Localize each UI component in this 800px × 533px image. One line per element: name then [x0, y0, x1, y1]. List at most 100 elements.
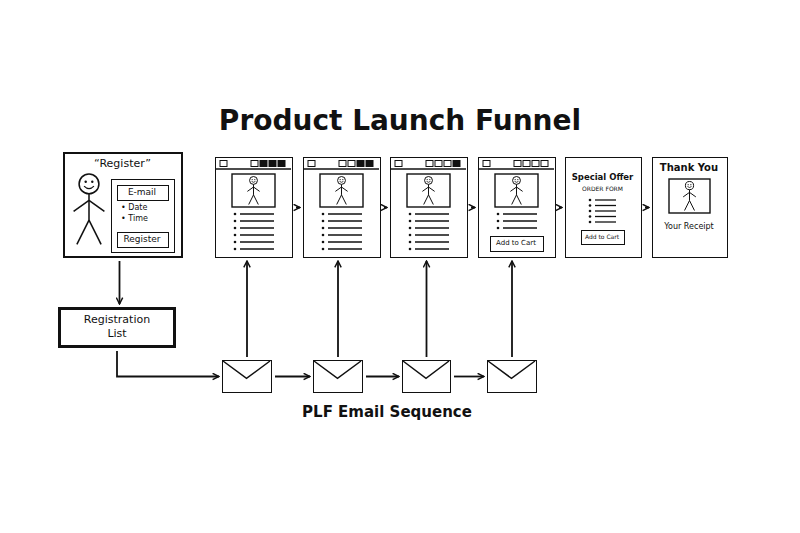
stick-figure-eye [340, 179, 341, 180]
stick-figure-stroke [685, 201, 690, 211]
stick-figure-stroke [429, 195, 434, 205]
stick-figure-stroke [342, 187, 348, 191]
bullet-dot [322, 213, 325, 216]
flow-arrow [384, 207, 387, 209]
stick-figure-stroke [429, 187, 435, 191]
bullet-line [595, 216, 616, 217]
bullet-line [415, 227, 449, 228]
add-to-cart-button: Add to Cart [490, 236, 544, 252]
stick-figure-eye [688, 184, 689, 185]
stick-figure-stroke [424, 195, 429, 205]
node-illustration [223, 361, 270, 391]
bullet-line [595, 210, 616, 211]
bullet-line [240, 234, 274, 235]
step-square [532, 161, 539, 167]
browser-button [308, 161, 315, 167]
stick-figure-stroke [249, 195, 254, 205]
stick-figure-head [250, 177, 258, 185]
stick-figure-smile [427, 181, 431, 183]
email-field: E-mail [117, 185, 169, 201]
flow-arrow [246, 261, 248, 357]
stick-figure-smile [252, 181, 256, 183]
step-square [260, 161, 267, 167]
step-square [278, 161, 285, 167]
step-square [426, 161, 433, 167]
bullet-line [328, 220, 362, 221]
stick-figure-head [425, 177, 433, 185]
bullet-dot [409, 227, 412, 230]
video-frame [320, 174, 363, 207]
bullet-line [415, 213, 449, 214]
step-square [366, 161, 373, 167]
stick-figure-stroke [77, 220, 89, 244]
bullet-dot [409, 234, 412, 237]
add-to-cart-button: Add to Cart [581, 230, 625, 245]
flow-arrow [426, 261, 428, 357]
browser-button [395, 161, 402, 167]
node-illustration [391, 158, 466, 256]
stick-figure-smile [687, 186, 691, 187]
stick-figure-stroke [341, 184, 342, 195]
stick-figure-smile [340, 181, 344, 183]
bullet-dot [234, 241, 237, 244]
bullet-line [328, 227, 362, 228]
node-text: Thank You [653, 162, 725, 174]
envelope-flap [488, 361, 535, 378]
stick-figure-stroke [510, 187, 516, 191]
diagram-title: Product Launch Funnel [0, 104, 800, 138]
step-square [541, 161, 548, 167]
node-text: Special Offer [566, 172, 639, 182]
browser-bar-line [479, 168, 554, 169]
node-illustration [216, 158, 291, 256]
stick-figure-eye [690, 184, 691, 185]
bullet-dot [409, 248, 412, 251]
video-frame [232, 174, 275, 207]
stick-figure-stroke [683, 192, 689, 197]
bullet-dot [497, 227, 500, 230]
bullet-dot [497, 213, 500, 216]
stick-figure-stroke [337, 195, 342, 205]
stick-figure-stroke [689, 190, 690, 201]
email-envelope [222, 360, 272, 393]
video-frame [669, 179, 710, 213]
bullet-line [240, 213, 274, 214]
envelope-flap [314, 361, 361, 378]
stick-figure-head [79, 174, 99, 194]
sequence-label: PLF Email Sequence [262, 402, 512, 422]
bullet-line [240, 220, 274, 221]
bullet-dot [234, 227, 237, 230]
video-frame [407, 174, 450, 207]
bullet-line [415, 241, 449, 242]
stick-figure-eye [252, 179, 253, 180]
thank-you-page: Thank YouYour Receipt [652, 157, 728, 258]
stick-figure-eye [342, 179, 343, 180]
bullet-dot [409, 220, 412, 223]
node-text: • Date [121, 203, 171, 213]
stick-figure-stroke [89, 200, 104, 211]
browser-bar-line [304, 168, 379, 169]
node-illustration [304, 158, 379, 256]
stick-figure-stroke [335, 187, 341, 191]
stick-figure-eye [427, 179, 428, 180]
stick-figure-smile [515, 181, 519, 183]
browser-button [483, 161, 490, 167]
browser-bar-line [391, 168, 466, 169]
flow-arrow [119, 261, 121, 304]
bullet-dot [589, 204, 592, 207]
node-text: • Time [121, 214, 171, 224]
bullet-line [240, 241, 274, 242]
step-square [269, 161, 276, 167]
bullet-dot [589, 210, 592, 213]
video-page [215, 157, 293, 258]
bullet-line [240, 248, 274, 249]
bullet-dot [409, 213, 412, 216]
step-square [435, 161, 442, 167]
stick-figure-stroke [428, 184, 429, 195]
stick-figure-stroke [247, 187, 253, 191]
bullet-dot [322, 241, 325, 244]
node-text: E-mail [118, 186, 166, 198]
bullet-dot [322, 227, 325, 230]
flow-arrow [511, 261, 513, 357]
step-square [357, 161, 364, 167]
